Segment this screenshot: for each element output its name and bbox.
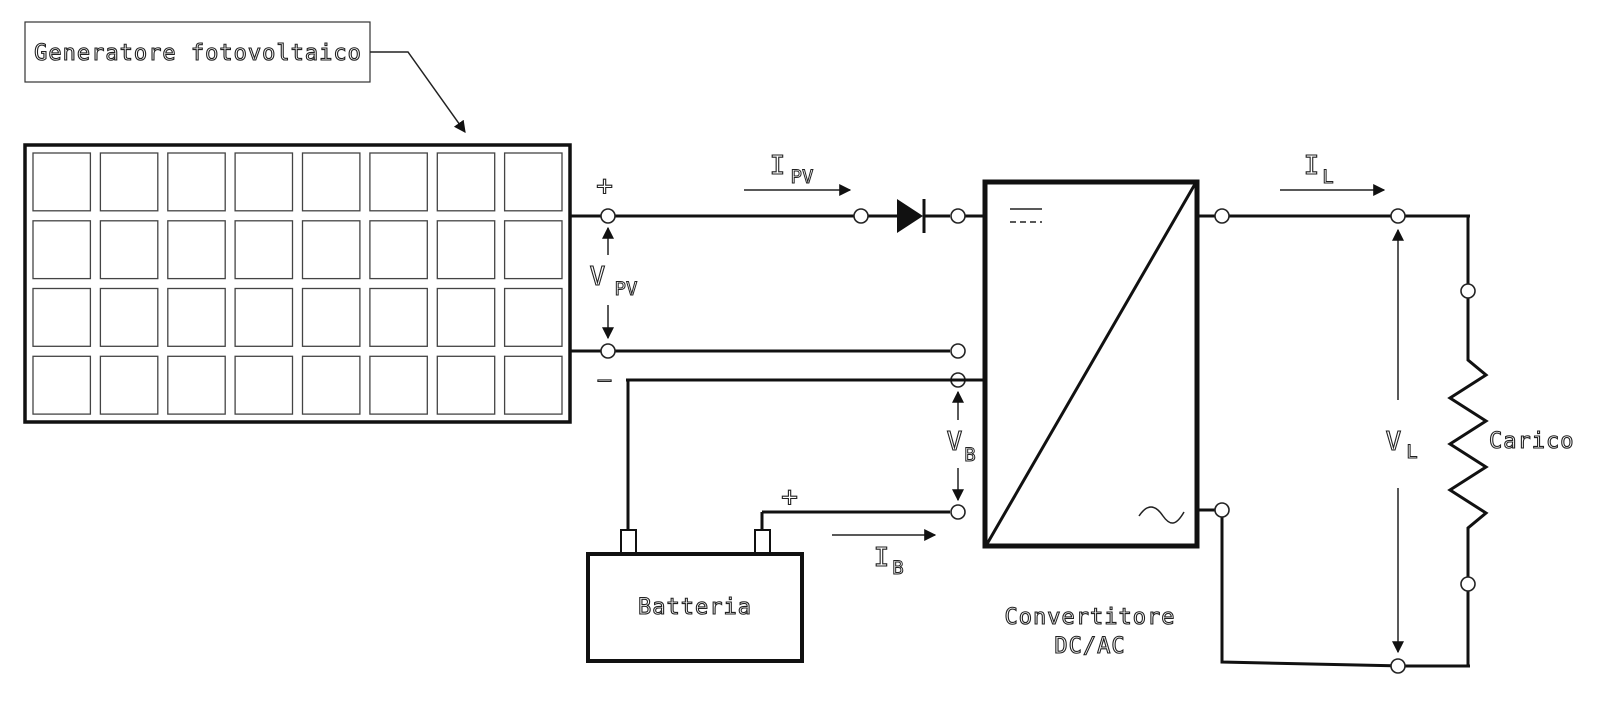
pv-cell [503, 220, 563, 280]
terminal-pv-minus [600, 343, 616, 359]
pv-cell [503, 355, 563, 415]
pv-cells [32, 152, 563, 415]
v-l-subscript: L [1406, 441, 1417, 463]
pv-minus-sign: — [598, 368, 612, 393]
battery-label: Batteria [638, 595, 752, 620]
terminal-ac-out-1 [1214, 208, 1230, 224]
converter-label-line2: DC/AC [1054, 634, 1125, 659]
pv-cell [32, 355, 92, 415]
terminal-ac-out-2 [1214, 502, 1230, 518]
pv-plus-sign: + [596, 169, 614, 202]
pv-cell [99, 220, 159, 280]
battery-plus-sign: + [781, 480, 799, 513]
pv-cell [167, 287, 226, 347]
v-pv-subscript: PV [615, 278, 638, 300]
pv-cell [99, 287, 159, 347]
terminal-diode-in [853, 208, 869, 224]
pv-cell [234, 355, 294, 415]
terminal-converter-pv-minus [950, 343, 966, 359]
pv-cell [369, 355, 428, 415]
pv-cell [301, 220, 361, 280]
converter-diagonal [985, 183, 1197, 545]
pv-cell [301, 355, 361, 415]
pv-cell [32, 152, 92, 212]
pv-cell [234, 152, 294, 212]
pv-cell [301, 287, 361, 347]
battery-terminal-negative [620, 529, 637, 555]
terminal-load-bottom [1390, 658, 1406, 674]
battery-terminal-positive [754, 529, 771, 555]
load-resistor-icon [1447, 352, 1489, 536]
terminal-diode-out [950, 208, 966, 224]
i-pv-label: I [770, 151, 787, 181]
pv-cell [369, 287, 428, 347]
pv-cell [503, 152, 563, 212]
i-l-label: I [1304, 151, 1321, 181]
battery-box [586, 552, 804, 663]
pv-cell [99, 152, 159, 212]
pv-cell [234, 220, 294, 280]
pv-cell [369, 220, 428, 280]
ac-symbol-icon [1138, 506, 1185, 524]
load-label: Carico [1489, 429, 1574, 454]
pv-cell [503, 287, 563, 347]
pv-cell [32, 287, 92, 347]
pv-cell [167, 220, 226, 280]
converter-label-line1: Convertitore [1005, 605, 1176, 630]
ac-output-bottom-wire [1220, 510, 1470, 668]
v-b-label: V [947, 427, 964, 457]
terminal-resistor-top [1460, 283, 1476, 299]
i-b-subscript: B [892, 557, 903, 579]
pv-cell [99, 355, 159, 415]
pv-cell [234, 287, 294, 347]
pv-cell [436, 152, 496, 212]
terminal-converter-batt-plus [950, 504, 966, 520]
terminal-pv-plus [600, 208, 616, 224]
i-pv-subscript: PV [791, 166, 814, 188]
generator-leader-line [370, 51, 466, 133]
i-b-label: I [874, 543, 891, 573]
pv-cell [167, 152, 226, 212]
pv-cell [436, 287, 496, 347]
generator-label: Generatore fotovoltaico [34, 41, 362, 66]
pv-cell [436, 220, 496, 280]
v-b-subscript: B [964, 444, 975, 466]
v-l-label: V [1386, 427, 1403, 457]
pv-cell [436, 355, 496, 415]
pv-cell [369, 152, 428, 212]
terminal-resistor-bottom [1460, 576, 1476, 592]
terminal-load-top [1390, 208, 1406, 224]
i-l-subscript: L [1322, 166, 1333, 188]
generator-label-box [24, 21, 371, 83]
v-pv-label: V [590, 262, 607, 292]
pv-cell [32, 220, 92, 280]
diode-icon [897, 199, 923, 233]
pv-cell [167, 355, 226, 415]
pv-cell [301, 152, 361, 212]
